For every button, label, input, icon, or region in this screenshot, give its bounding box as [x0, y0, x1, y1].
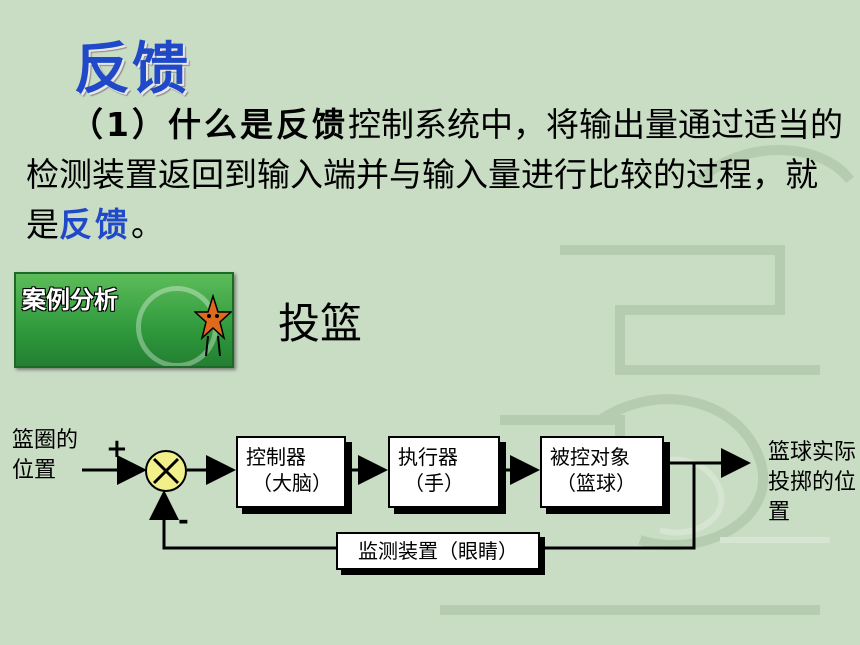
block-title: 被控对象: [550, 445, 630, 469]
feedback-block: 监测装置（眼睛）: [336, 532, 540, 570]
badge-label: 案例分析: [22, 286, 118, 314]
example-subtitle: 投篮: [278, 299, 363, 348]
plus-sign: +: [106, 434, 128, 464]
summing-junction: [145, 450, 187, 492]
block-title: 执行器: [398, 445, 458, 469]
block-title: 控制器: [246, 445, 306, 469]
block-subtitle: （手）: [404, 471, 464, 495]
definition-body: 控制系统中，将输出量通过适当的检测装置返回到输入端并与输入量进行比较的过程，就是: [26, 105, 843, 244]
case-analysis-badge: 案例分析: [14, 272, 234, 368]
input-label: 篮圈的位置: [12, 428, 79, 483]
block-subtitle: （篮球）: [556, 471, 636, 495]
page-title: 反馈: [74, 37, 190, 102]
definition-lead: （1）什么是反馈: [70, 105, 348, 144]
controller-block: 控制器 （大脑）: [236, 436, 346, 508]
definition-end: 。: [131, 205, 164, 244]
minus-sign: -: [178, 506, 189, 536]
definition-highlight: 反馈: [59, 205, 131, 244]
output-label: 篮球实际投掷的位置: [768, 440, 857, 525]
star-mascot-icon: [194, 294, 232, 357]
block-subtitle: （大脑）: [252, 471, 332, 495]
controlled-object-block: 被控对象 （篮球）: [540, 436, 664, 508]
cross-icon: [152, 457, 180, 485]
definition-paragraph: （1）什么是反馈控制系统中，将输出量通过适当的检测装置返回到输入端并与输入量进行…: [26, 100, 846, 250]
actuator-block: 执行器 （手）: [388, 436, 500, 508]
